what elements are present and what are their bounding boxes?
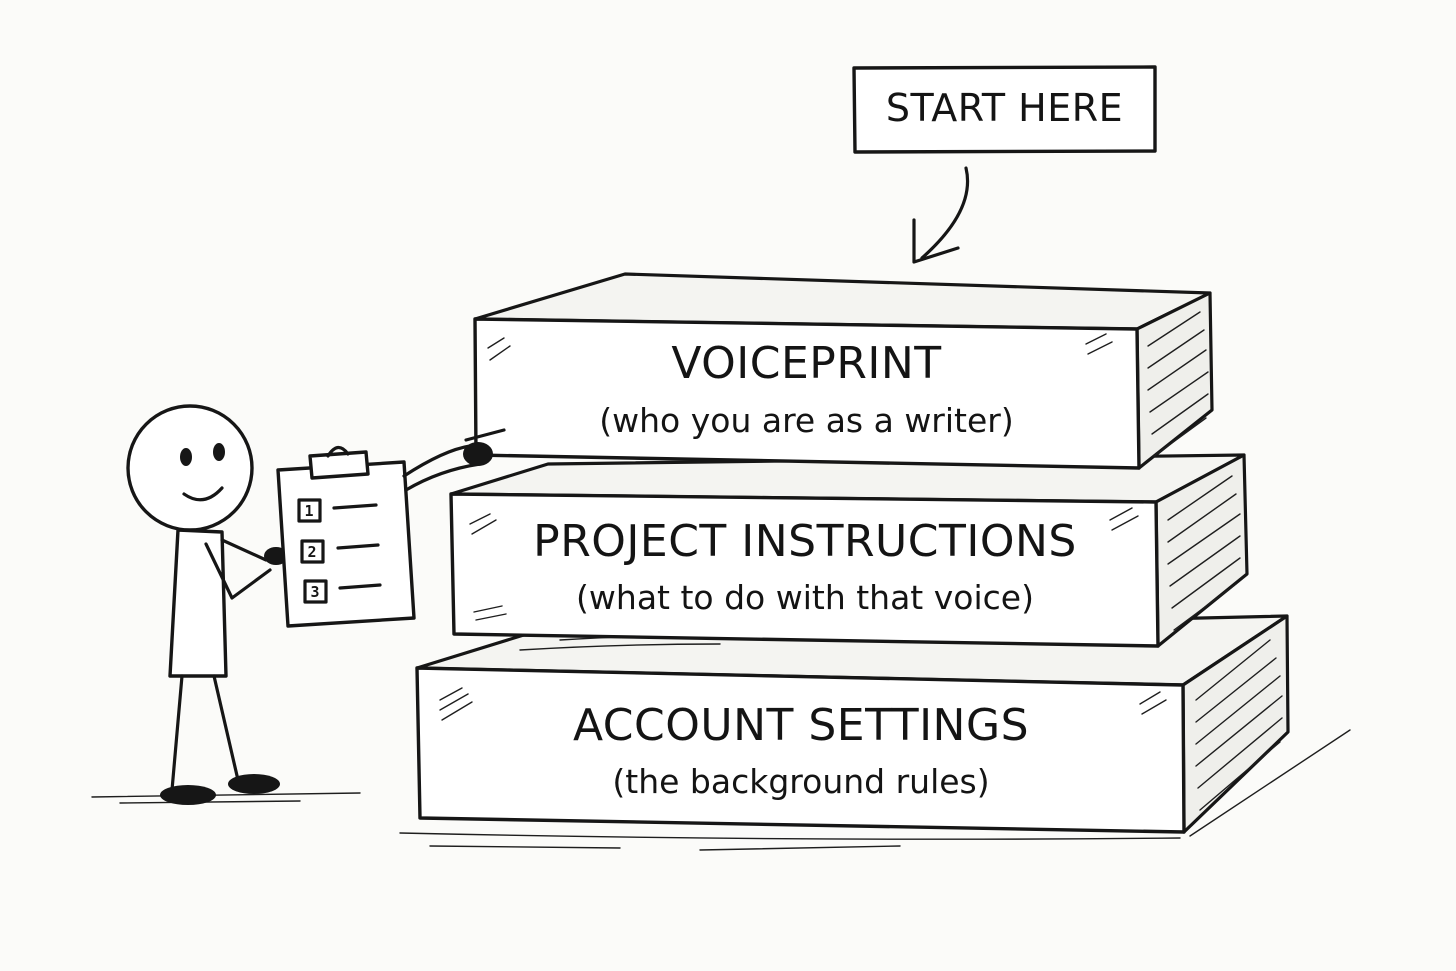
pointing-hand <box>463 442 493 466</box>
clipboard-icon <box>276 445 416 628</box>
checklist-number: 3 <box>310 583 320 601</box>
block-title-account-settings: ACCOUNT SETTINGS <box>572 700 1029 751</box>
figure-smile <box>182 486 224 502</box>
block-subtitle-project-instructions: (what to do with that voice) <box>576 578 1034 617</box>
figure-eye-right <box>213 443 225 461</box>
hatching <box>487 311 1209 457</box>
checklist-number: 1 <box>304 502 314 520</box>
checklist-number: 2 <box>307 543 317 561</box>
figure-foot-left <box>160 785 216 805</box>
hatching <box>469 475 1241 631</box>
pointing-arm <box>402 428 506 492</box>
block-title-voiceprint: VOICEPRINT <box>671 338 942 389</box>
stick-figure <box>126 404 288 805</box>
figure-body <box>168 528 228 678</box>
ground-line <box>91 729 1351 851</box>
start-here-label: START HERE <box>885 86 1124 130</box>
block-project-instructions <box>449 453 1249 648</box>
figure-head <box>126 404 254 532</box>
figure-foot-right <box>228 774 280 794</box>
figure-eye-left <box>180 448 192 466</box>
block-subtitle-voiceprint: (who you are as a writer) <box>599 401 1014 440</box>
block-subtitle-account-settings: (the background rules) <box>612 762 990 801</box>
start-here-box <box>852 65 1157 154</box>
curved-arrow-icon <box>912 166 970 264</box>
block-voiceprint <box>473 272 1214 470</box>
block-title-project-instructions: PROJECT INSTRUCTIONS <box>533 516 1077 567</box>
